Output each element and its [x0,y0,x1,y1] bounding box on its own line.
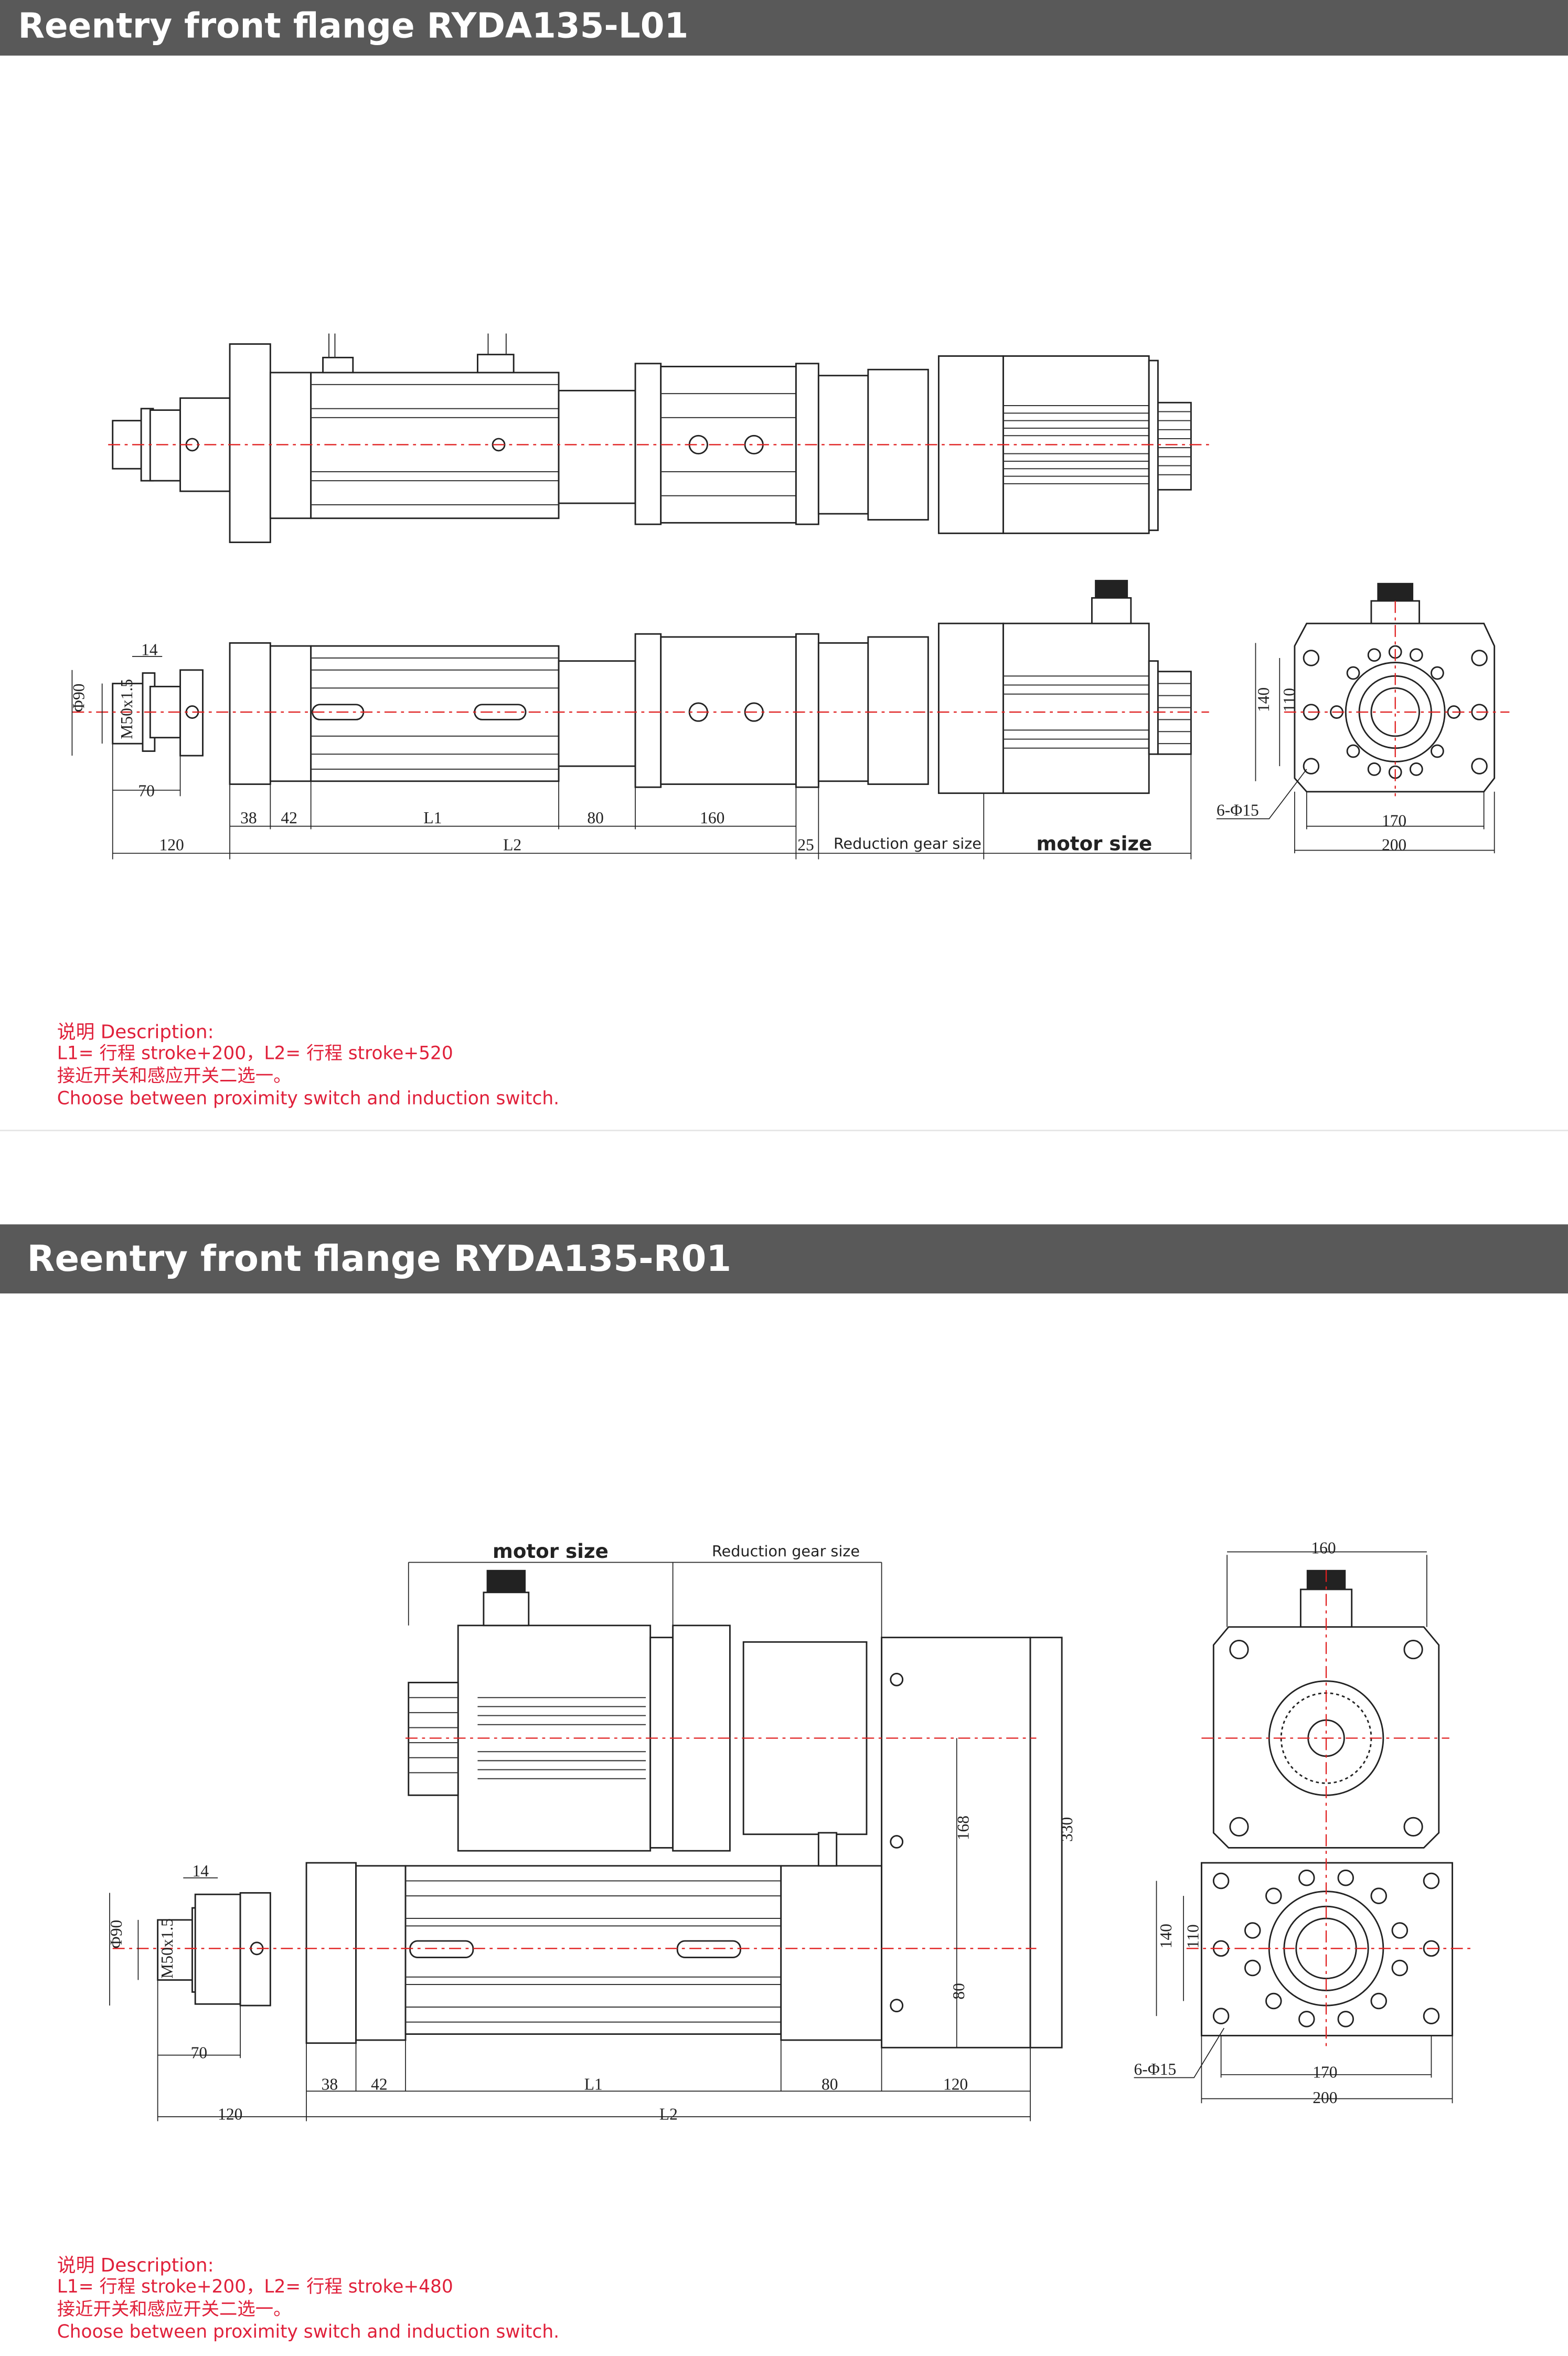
l01-dim-14: 14 [141,640,158,659]
r01-dim-168: 168 [954,1816,973,1840]
l01-end-view [1217,582,1510,854]
l01-side-view [71,580,1209,859]
r01-dim-thread: M50x1.5 [158,1918,176,1979]
l01-dim-l1: L1 [423,809,442,827]
l01-dim-thread: M50x1.5 [118,679,136,739]
l01-dim-25: 25 [797,835,814,854]
r01-end-dim-170: 170 [1313,2063,1337,2082]
l01-end-dim-200: 200 [1382,835,1406,854]
l01-dim-38: 38 [240,809,257,827]
l01-dim-42: 42 [281,809,297,827]
r01-end-dim-140: 140 [1157,1924,1175,1948]
description-line: 接近开关和感应开关二选一。 [57,2298,292,2320]
description-line: L1= 行程 stroke+200，L2= 行程 stroke+520 [57,1042,453,1064]
l01-end-dim-170: 170 [1382,812,1406,830]
description-heading: 说明 Description: [57,1020,214,1043]
description-line: L1= 行程 stroke+200，L2= 行程 stroke+480 [57,2276,453,2297]
l01-end-dim-140: 140 [1254,687,1273,712]
l01-end-dim-110: 110 [1280,688,1298,712]
r01-motor-size-label: motor size [493,1540,609,1563]
r01-dim-42: 42 [371,2075,387,2093]
l01-end-dim-holes: 6-Φ15 [1217,801,1259,820]
r01-dim-80v: 80 [950,1983,968,1999]
r01-description: 说明 Description: L1= 行程 stroke+200，L2= 行程… [57,2254,559,2344]
l01-dim-70: 70 [138,781,154,800]
r01-dim-14: 14 [192,1862,209,1880]
r01-side-view [109,1562,1063,2121]
r01-dim-l2: L2 [659,2105,678,2124]
l01-dim-120: 120 [159,835,184,854]
r01-dim-38: 38 [322,2075,338,2093]
r01-end-dim-200: 200 [1313,2088,1337,2107]
r01-dim-330: 330 [1058,1817,1076,1842]
l01-dim-80: 80 [587,809,603,827]
l01-gear-size-label: Reduction gear size [834,835,982,853]
description-heading: 说明 Description: [57,2253,214,2276]
l01-top-view [108,333,1209,543]
section-title-r01: Reentry front flange RYDA135-R01 [0,1224,1568,1294]
l01-dim-phi90: Φ90 [69,684,88,713]
r01-dim-120: 120 [218,2105,242,2124]
r01-dim-70: 70 [191,2043,207,2062]
r01-dim-80: 80 [822,2075,838,2093]
r01-gear-size-label: Reduction gear size [712,1542,860,1560]
l01-motor-size-label: motor size [1036,832,1152,855]
section-title-l01: Reentry front flange RYDA135-L01 [0,0,1568,56]
section-divider [0,1129,1568,1131]
l01-description: 说明 Description: L1= 行程 stroke+200，L2= 行程… [57,1020,559,1110]
r01-end-dim-holes: 6-Φ15 [1134,2060,1177,2078]
l01-dim-l2: L2 [503,835,521,854]
r01-dim-120b: 120 [943,2075,968,2093]
r01-end-dim-160: 160 [1311,1538,1336,1557]
l01-dim-160: 160 [700,809,724,827]
r01-dim-l1: L1 [584,2075,603,2093]
r01-end-view [1134,1551,1472,2104]
r01-end-dim-110: 110 [1184,1924,1202,1948]
description-line: 接近开关和感应开关二选一。 [57,1065,292,1086]
r01-dim-phi90: Φ90 [107,1920,125,1949]
description-line: Choose between proximity switch and indu… [57,1087,560,1109]
description-line: Choose between proximity switch and indu… [57,2321,560,2342]
